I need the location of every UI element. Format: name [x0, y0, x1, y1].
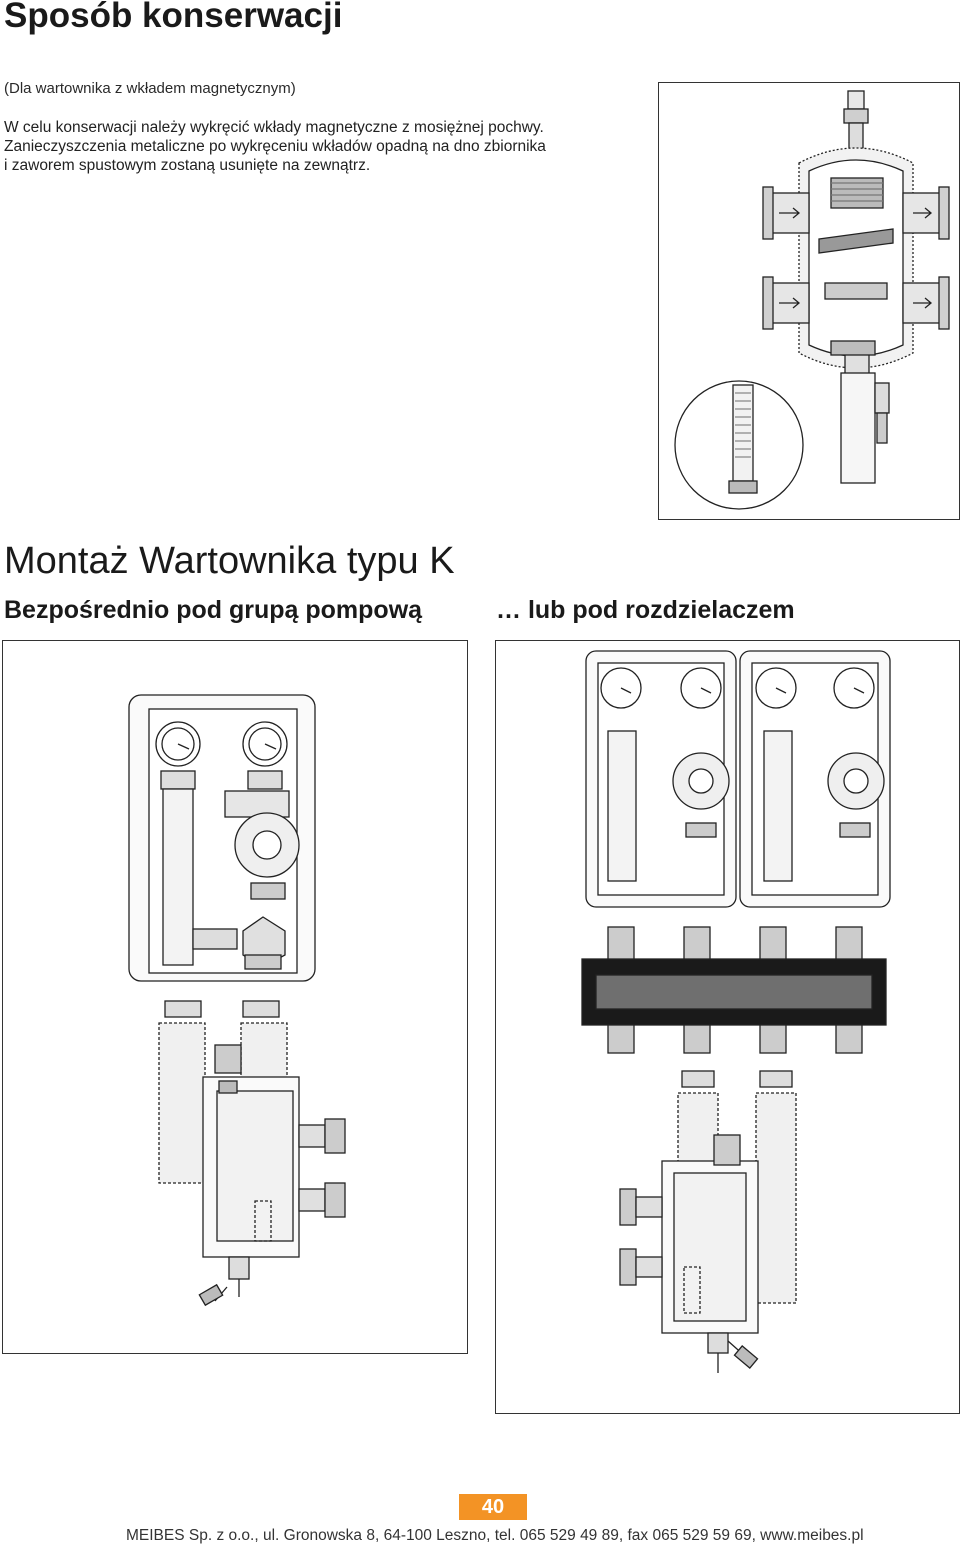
manifold-figure: [495, 640, 960, 1414]
page-number-badge: 40: [459, 1494, 527, 1520]
paragraph-line: i zaworem spustowym zostaną usunięte na …: [4, 157, 371, 174]
footer-company-info: MEIBES Sp. z o.o., ul. Gronowska 8, 64-1…: [126, 1527, 864, 1544]
section-title: Sposób konserwacji: [4, 0, 343, 35]
pump-group-with-separator-icon: [128, 694, 346, 1307]
manifold-with-separator-icon: [581, 650, 891, 1373]
paragraph-line: Zanieczyszczenia metaliczne po wykręceni…: [4, 138, 546, 155]
pump-group-figure: [2, 640, 468, 1354]
mounting-title: Montaż Wartownika typu K: [4, 540, 455, 582]
option-right-label: … lub pod rozdzielaczem: [496, 596, 795, 624]
magnetic-separator-cutaway-icon: [674, 90, 950, 510]
separator-cutaway-figure: [658, 82, 960, 520]
section-note: (Dla wartownika z wkładem magnetycznym): [4, 80, 296, 97]
option-left-label: Bezpośrednio pod grupą pompową: [4, 596, 423, 624]
paragraph-line: W celu konserwacji należy wykręcić wkład…: [4, 119, 544, 136]
